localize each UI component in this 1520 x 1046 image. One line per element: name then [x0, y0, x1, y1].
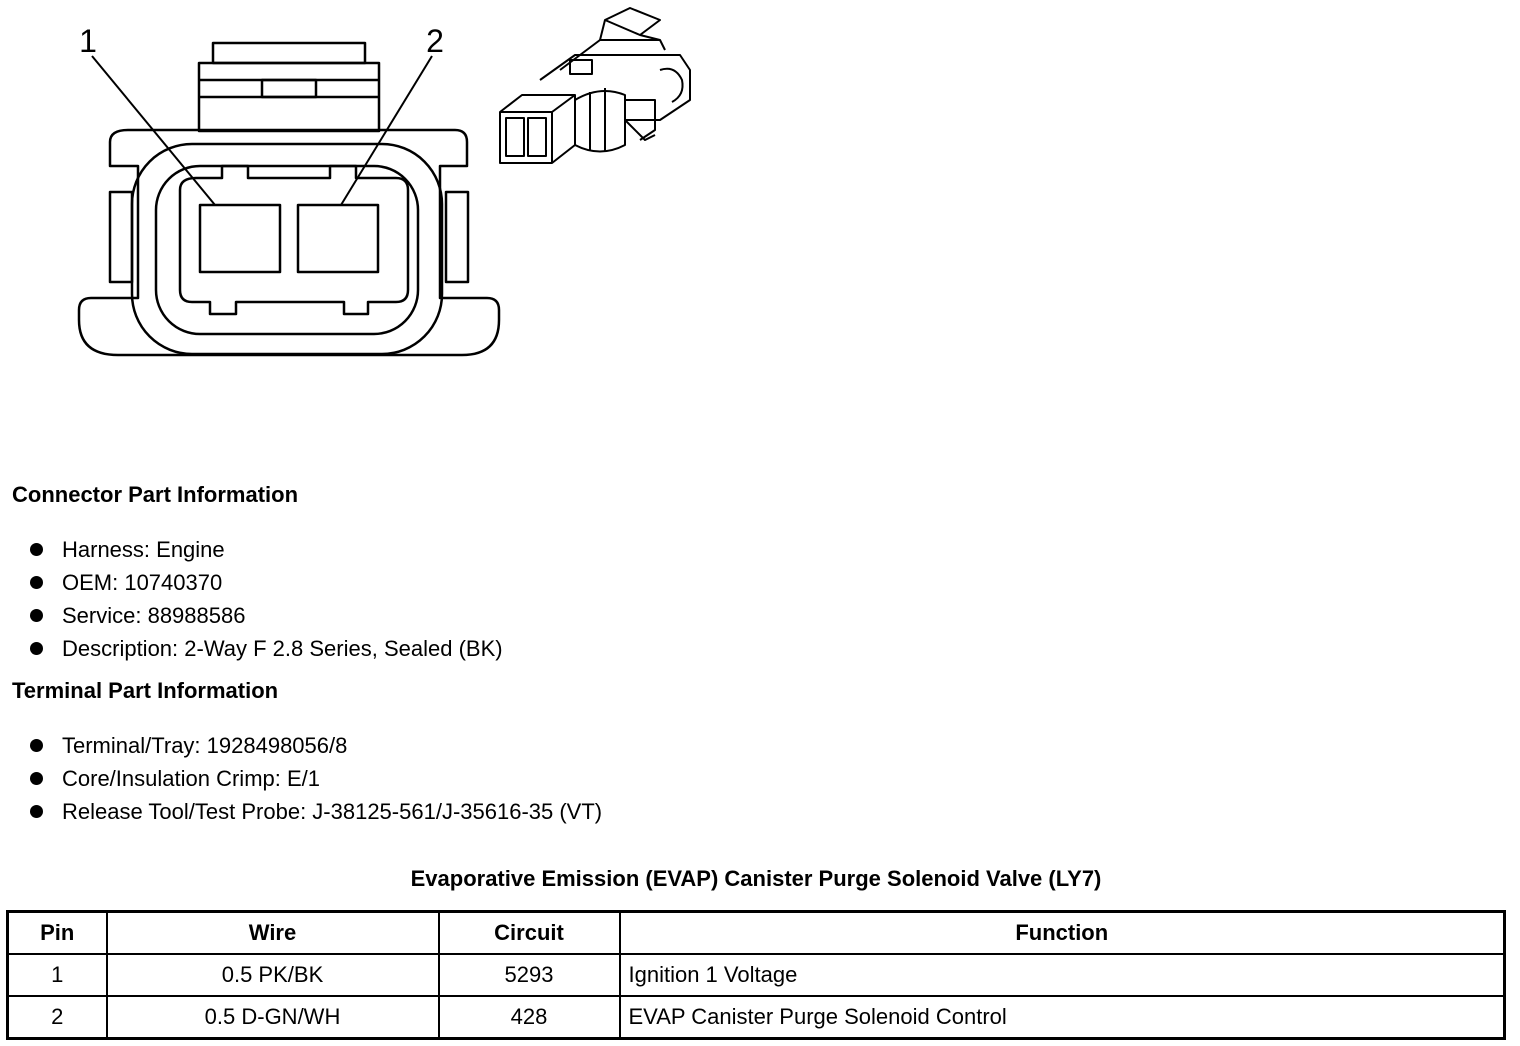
column-header-circuit: Circuit [437, 910, 621, 955]
list-item: OEM: 10740370 [30, 566, 503, 599]
connector-diagram: 1 2 [77, 7, 691, 357]
terminal-info-tray: Terminal/Tray: 1928498056/8 [62, 733, 348, 758]
cell-pin: 1 [6, 953, 108, 997]
connector-seal-inner [154, 164, 420, 336]
terminal-info-tool: Release Tool/Test Probe: J-38125-561/J-3… [62, 799, 603, 824]
cell-circuit: 5293 [437, 953, 621, 997]
column-header-wire: Wire [105, 910, 440, 955]
terminal-info-heading: Terminal Part Information [12, 678, 279, 703]
connector-housing [77, 128, 501, 357]
cavity-pin-1 [198, 203, 282, 274]
list-item: Description: 2-Way F 2.8 Series, Sealed … [30, 632, 503, 665]
list-item: Harness: Engine [30, 533, 503, 566]
list-item: Service: 88988586 [30, 599, 503, 632]
connector-info-heading: Connector Part Information [12, 482, 299, 507]
connector-seal-outer [130, 142, 444, 356]
bullet-icon [30, 772, 43, 785]
table-header-row: Pin Wire Circuit Function [6, 910, 1506, 955]
callout-leader-2 [340, 55, 433, 206]
connector-info-harness: Harness: Engine [62, 537, 225, 562]
terminal-info-crimp: Core/Insulation Crimp: E/1 [62, 766, 320, 791]
connector-3d-illustration [499, 7, 691, 164]
cell-function: EVAP Canister Purge Solenoid Control [618, 995, 1506, 1040]
bullet-icon [30, 609, 43, 622]
pin-table-title: Evaporative Emission (EVAP) Canister Pur… [410, 866, 1102, 891]
callout-1: 1 [79, 23, 97, 59]
bullet-icon [30, 543, 43, 556]
bullet-icon [30, 642, 43, 655]
cell-function: Ignition 1 Voltage [618, 953, 1506, 997]
callout-leader-1 [91, 55, 216, 206]
table-row: 1 0.5 PK/BK 5293 Ignition 1 Voltage [6, 953, 1506, 997]
list-item: Terminal/Tray: 1928498056/8 [30, 729, 602, 762]
cavity-pin-2 [296, 203, 380, 274]
pin-table: Pin Wire Circuit Function 1 0.5 PK/BK 52… [6, 910, 1506, 1040]
column-header-function: Function [618, 910, 1506, 955]
cell-pin: 2 [6, 995, 108, 1040]
connector-info-oem: OEM: 10740370 [62, 570, 223, 595]
connector-info-list: Harness: Engine OEM: 10740370 Service: 8… [30, 533, 503, 665]
connector-latch [197, 41, 381, 133]
cell-wire: 0.5 D-GN/WH [105, 995, 440, 1040]
cavity-frame [178, 164, 410, 316]
bullet-icon [30, 805, 43, 818]
bullet-icon [30, 576, 43, 589]
list-item: Core/Insulation Crimp: E/1 [30, 762, 602, 795]
connector-info-service: Service: 88988586 [62, 603, 246, 628]
callout-2: 2 [426, 23, 444, 59]
list-item: Release Tool/Test Probe: J-38125-561/J-3… [30, 795, 602, 828]
cell-circuit: 428 [437, 995, 621, 1040]
bullet-icon [30, 739, 43, 752]
connector-info-description: Description: 2-Way F 2.8 Series, Sealed … [62, 636, 503, 661]
cell-wire: 0.5 PK/BK [105, 953, 440, 997]
terminal-info-list: Terminal/Tray: 1928498056/8 Core/Insulat… [30, 729, 602, 828]
column-header-pin: Pin [6, 910, 108, 955]
table-row: 2 0.5 D-GN/WH 428 EVAP Canister Purge So… [6, 995, 1506, 1040]
